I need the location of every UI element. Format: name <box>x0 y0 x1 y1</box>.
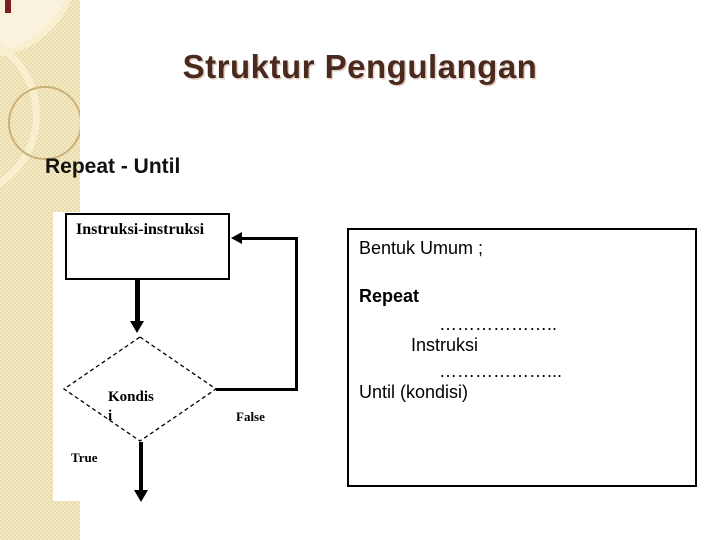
false-loop-line-right <box>295 238 298 391</box>
tan-ring-decoration <box>8 86 80 160</box>
arrowhead-left-icon <box>231 232 242 244</box>
true-branch-label: True <box>71 450 98 465</box>
subtitle: Repeat - Until <box>45 155 181 178</box>
pseudocode-dots-1: ……………….. <box>439 314 558 334</box>
pseudocode-instruksi: Instruksi <box>411 335 479 355</box>
pseudocode-repeat: Repeat <box>359 286 420 306</box>
arrowhead-down-icon <box>130 321 144 333</box>
false-loop-line-top <box>240 237 298 240</box>
arrow-true-exit <box>139 442 143 491</box>
arrowhead-down-icon <box>134 490 148 502</box>
flowchart-process-box: Instruksi-instruksi <box>65 213 230 280</box>
pseudocode-dots-2: ………………... <box>439 361 563 381</box>
arrow-process-to-decision <box>135 280 140 322</box>
pseudocode-until: Until (kondisi) <box>359 382 469 402</box>
process-box-label: Instruksi-instruksi <box>76 221 205 238</box>
decision-diamond <box>63 336 217 442</box>
false-branch-label: False <box>236 409 265 424</box>
false-loop-line-bottom <box>216 388 298 391</box>
decision-label: Kondis i <box>108 388 180 426</box>
decision-label-line2: i <box>108 408 113 424</box>
decision-label-line1: Kondis <box>108 389 154 405</box>
pseudocode-heading: Bentuk Umum ; <box>359 238 484 258</box>
page-title: Struktur Pengulangan <box>182 48 538 85</box>
pseudocode-box: Bentuk Umum ; Repeat ……………….. Instruksi … <box>347 228 697 487</box>
accent-mark <box>5 0 11 13</box>
